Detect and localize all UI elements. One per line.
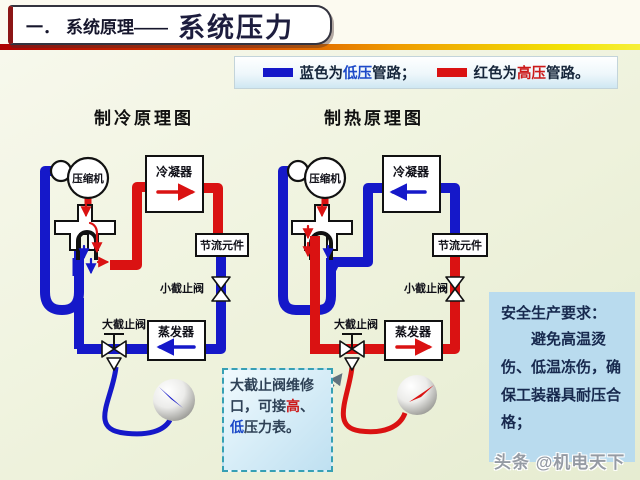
cooling-big-stop-valve [101,333,127,371]
heating-low-pressure-pipes [278,166,460,315]
compressors [49,156,347,200]
cooling-gauge-needle [159,387,183,408]
heating-evaporator-box [384,320,443,361]
cooling-big-valve-label: 大截止阀 [102,317,146,331]
component-labels: 压缩机 冷凝器 节流元件 小截止阀 大截止阀 蒸发器 压缩机 冷凝器 节流元件 … [72,164,482,339]
note-low-char: 低 [230,421,244,436]
heating-throttle-label: 节流元件 [438,238,482,252]
pipe-color-legend: 蓝色为低压管路； 红色为高压管路。 [234,56,618,89]
cooling-pressure-gauge [153,379,195,421]
heating-compressor-circle [303,156,347,200]
page-title: 系统压力 [178,12,294,43]
heating-evaporator-label: 蒸发器 [395,324,432,339]
cooling-condenser-label: 冷凝器 [156,164,193,179]
heating-compressor-label: 压缩机 [309,172,341,185]
heating-small-stop-valve [440,276,465,302]
cooling-evaporator-label: 蒸发器 [158,324,195,339]
note-pointer-arrow [319,373,343,404]
heating-small-valve-label: 小截止阀 [403,281,448,295]
service-port-note: 大截止阀维修口，可接高、低压力表。 [222,368,333,472]
legend-red-text: 红色为高压管路。 [473,66,590,82]
heating-throttle-box [432,233,488,257]
watermark: 头条 @机电天下 [494,453,626,472]
cooling-valve-slider [76,230,98,260]
safety-body: 避免高温烫伤、低温冻伤，确保工装器具耐压合格； [501,332,622,432]
high-pressure-swatch [436,68,467,77]
flow-arrows [78,183,433,356]
slide-title-box: 一． 系统原理—— 系统压力 [8,5,332,45]
pressure-gauges [153,375,437,421]
stop-valves [101,276,465,371]
safety-title: 安全生产要求： [501,306,607,322]
safety-requirements-box: 安全生产要求： 避免高温烫伤、低温冻伤，确保工装器具耐压合格； [489,292,635,462]
note-high-char: 高 [286,400,300,415]
heating-big-stop-valve [339,333,365,371]
cooling-compressor-label: 压缩机 [72,172,104,185]
low-pressure-swatch [262,68,293,77]
title-index: 一． [26,17,60,37]
title-section: 系统原理—— [66,17,168,37]
heating-condenser-label: 冷凝器 [393,164,430,179]
note-text: 大截止阀维修口，可接 [230,379,314,415]
cooling-gauge-hose [102,366,173,437]
heating-gauge-hose [340,366,408,435]
cooling-small-stop-valve [211,276,231,302]
cooling-small-valve-label: 小截止阀 [159,281,204,295]
legend-blue-text: 蓝色为低压管路； [299,66,416,82]
cooling-compressor-circle [66,156,110,200]
heating-big-valve-label: 大截止阀 [334,317,378,331]
heating-pressure-gauge [397,375,437,415]
heating-gauge-needle [409,385,434,402]
header-accent-line [0,44,640,50]
heating-diagram-title: 制热原理图 [324,109,424,128]
cooling-throttle-box [195,233,249,257]
cooling-diagram-title: 制冷原理图 [94,109,194,128]
cooling-throttle-label: 节流元件 [200,238,244,252]
